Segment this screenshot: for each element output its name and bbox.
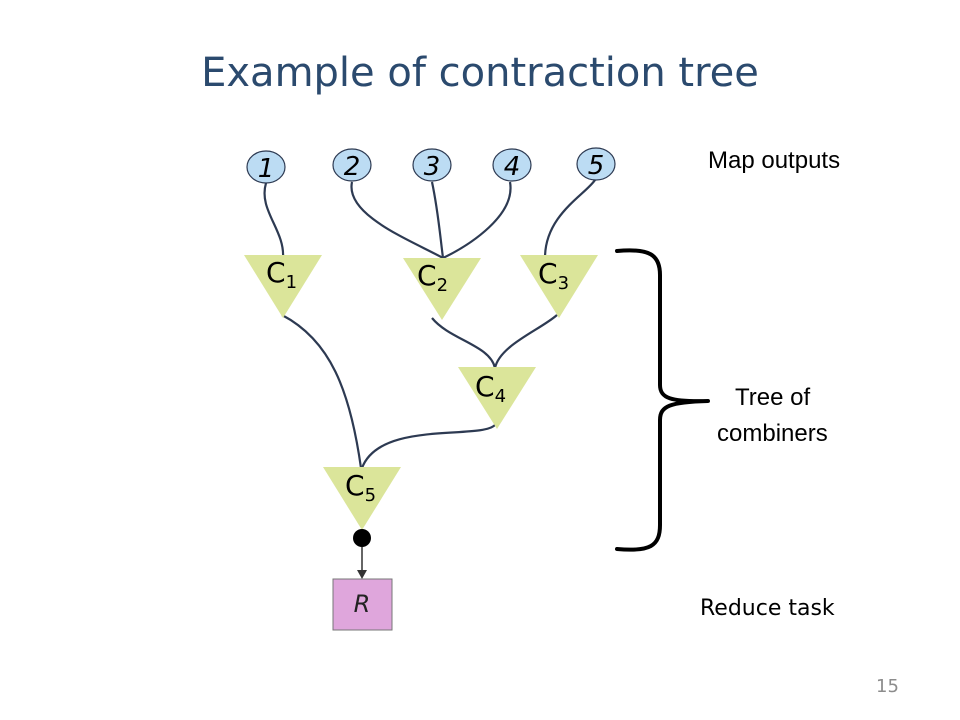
combiner-c2: C2 [403,258,481,320]
map-node-5-label: 5 [588,151,605,181]
combiner-c2-sub: 2 [437,275,448,296]
combiner-c2-letter: C [417,259,437,292]
combiner-c5-sub: 5 [365,485,376,506]
combiner-c5-letter: C [345,469,365,502]
map-node-1-label: 1 [258,154,275,184]
map-node-3-label: 3 [424,152,441,182]
map-node-2-label: 2 [344,152,361,182]
page-title: Example of contraction tree [201,50,759,96]
tree-label-line2: combiners [717,420,828,447]
edge-1-c1 [263,182,285,259]
edge-c1-c5 [281,314,363,469]
reduce-task-label: Reduce task [700,596,835,621]
edge-c3-c4 [493,314,558,369]
combiner-c4: C4 [458,367,536,429]
svg-text:C5: C5 [345,469,376,506]
edge-c4-c5 [360,424,496,469]
combiner-c1-sub: 1 [286,272,297,293]
svg-text:C1: C1 [266,256,297,293]
map-outputs-label: Map outputs [708,147,841,174]
reducer-label: R [354,590,371,618]
combiner-c1: C1 [244,255,322,318]
output-arrowhead [357,570,367,579]
map-node-4: 4 [492,148,532,182]
svg-text:C2: C2 [417,259,448,296]
edge-3-c2 [430,181,445,259]
combiner-c3-letter: C [538,257,558,290]
svg-text:C4: C4 [475,370,506,407]
tree-label-line1: Tree of [735,384,811,411]
edge-c2-c4 [431,317,497,369]
map-node-5: 5 [576,147,616,181]
edge-5-c3 [543,179,596,259]
combiner-c3-sub: 3 [558,273,569,294]
map-node-4-label: 4 [504,152,521,182]
svg-text:C3: C3 [538,257,569,294]
reducer-box: R [332,578,393,631]
combiner-c1-letter: C [266,256,286,289]
map-node-1: 1 [246,150,286,184]
page-number: 15 [876,676,899,697]
combiner-brace [615,248,710,552]
combiner-c4-sub: 4 [495,386,506,407]
edge-2-c2 [350,181,444,259]
tree-edges [263,179,596,469]
tree-of-combiners-label: Tree of combiners [705,380,875,452]
combiner-c5: C5 [323,467,401,530]
combiner-c3: C3 [520,255,598,318]
combiner-c4-letter: C [475,370,495,403]
edge-4-c2 [442,181,512,259]
output-dot [353,529,371,547]
map-node-3: 3 [412,148,452,182]
map-node-2: 2 [332,148,372,182]
